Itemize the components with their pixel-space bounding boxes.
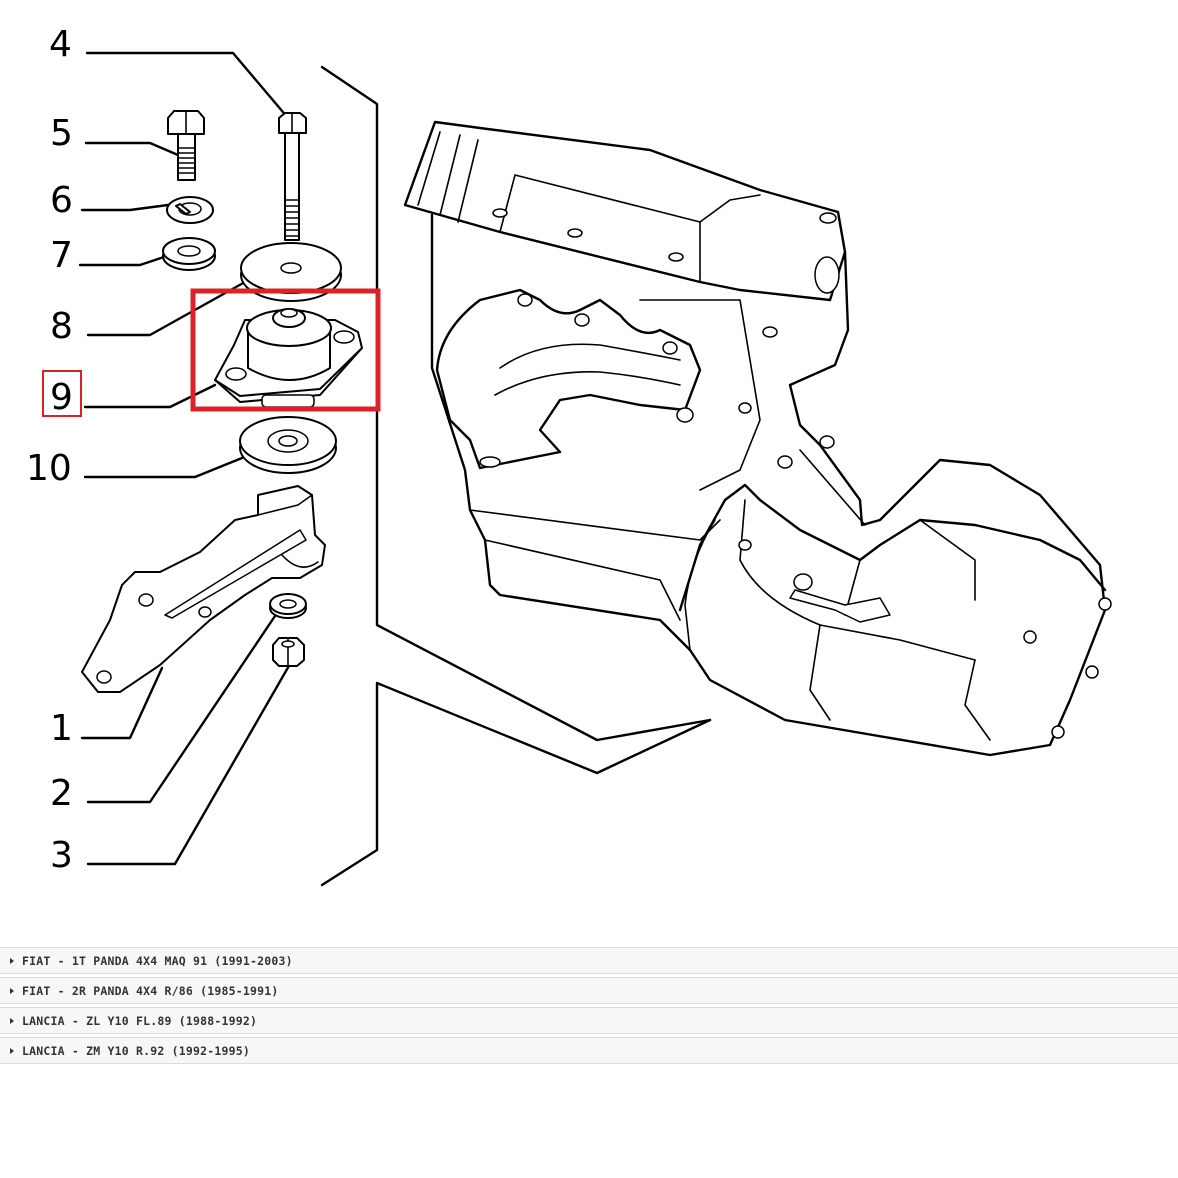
expand-caret-icon[interactable] <box>10 1017 14 1024</box>
compatible-models-list: FIAT - 1T PANDA 4X4 MAQ 91 (1991-2003) F… <box>0 947 1178 1067</box>
callout-10[interactable]: 10 <box>26 448 72 489</box>
part-4-long-bolt[interactable] <box>278 112 307 241</box>
engine-gearbox-illustration <box>403 120 1112 757</box>
callout-9[interactable]: 9 <box>50 377 73 418</box>
part-10-lower-washer[interactable] <box>239 416 337 474</box>
model-row-fiat-1t-panda[interactable]: FIAT - 1T PANDA 4X4 MAQ 91 (1991-2003) <box>0 947 1178 974</box>
part-5-short-bolt[interactable] <box>167 110 205 181</box>
model-row-lancia-zl-y10[interactable]: LANCIA - ZL Y10 FL.89 (1988-1992) <box>0 1007 1178 1034</box>
model-label: LANCIA - ZL Y10 FL.89 (1988-1992) <box>22 1013 258 1028</box>
callout-9-highlight <box>42 370 82 417</box>
model-row-fiat-2r-panda[interactable]: FIAT - 2R PANDA 4X4 R/86 (1985-1991) <box>0 977 1178 1004</box>
expand-caret-icon[interactable] <box>10 957 14 964</box>
part-9-engine-mount[interactable] <box>214 308 363 408</box>
callout-1[interactable]: 1 <box>50 708 73 749</box>
model-label: LANCIA - ZM Y10 R.92 (1992-1995) <box>22 1043 250 1058</box>
part-9-highlight-box <box>190 288 381 412</box>
callout-6[interactable]: 6 <box>50 180 73 221</box>
assembly-bracket <box>320 65 712 887</box>
model-row-lancia-zm-y10[interactable]: LANCIA - ZM Y10 R.92 (1992-1995) <box>0 1037 1178 1064</box>
expand-caret-icon[interactable] <box>10 1047 14 1054</box>
part-8-large-washer[interactable] <box>240 242 342 302</box>
callout-5[interactable]: 5 <box>50 113 73 154</box>
callout-3[interactable]: 3 <box>50 835 73 876</box>
part-6-spring-washer[interactable] <box>166 196 214 224</box>
exploded-parts-diagram: 4 5 6 7 8 9 10 1 2 3 <box>26 24 1112 887</box>
callout-7[interactable]: 7 <box>50 235 73 276</box>
model-label: FIAT - 1T PANDA 4X4 MAQ 91 (1991-2003) <box>22 953 293 968</box>
expand-caret-icon[interactable] <box>10 987 14 994</box>
callout-4[interactable]: 4 <box>49 24 72 65</box>
callout-8[interactable]: 8 <box>50 306 73 347</box>
part-3-nut[interactable] <box>272 637 305 667</box>
leader-lines <box>78 51 292 866</box>
model-label: FIAT - 2R PANDA 4X4 R/86 (1985-1991) <box>22 983 279 998</box>
part-1-mount-bracket[interactable] <box>81 485 326 693</box>
callout-2[interactable]: 2 <box>50 773 73 814</box>
part-7-flat-washer[interactable] <box>162 237 216 271</box>
part-2-small-washer[interactable] <box>269 593 307 619</box>
